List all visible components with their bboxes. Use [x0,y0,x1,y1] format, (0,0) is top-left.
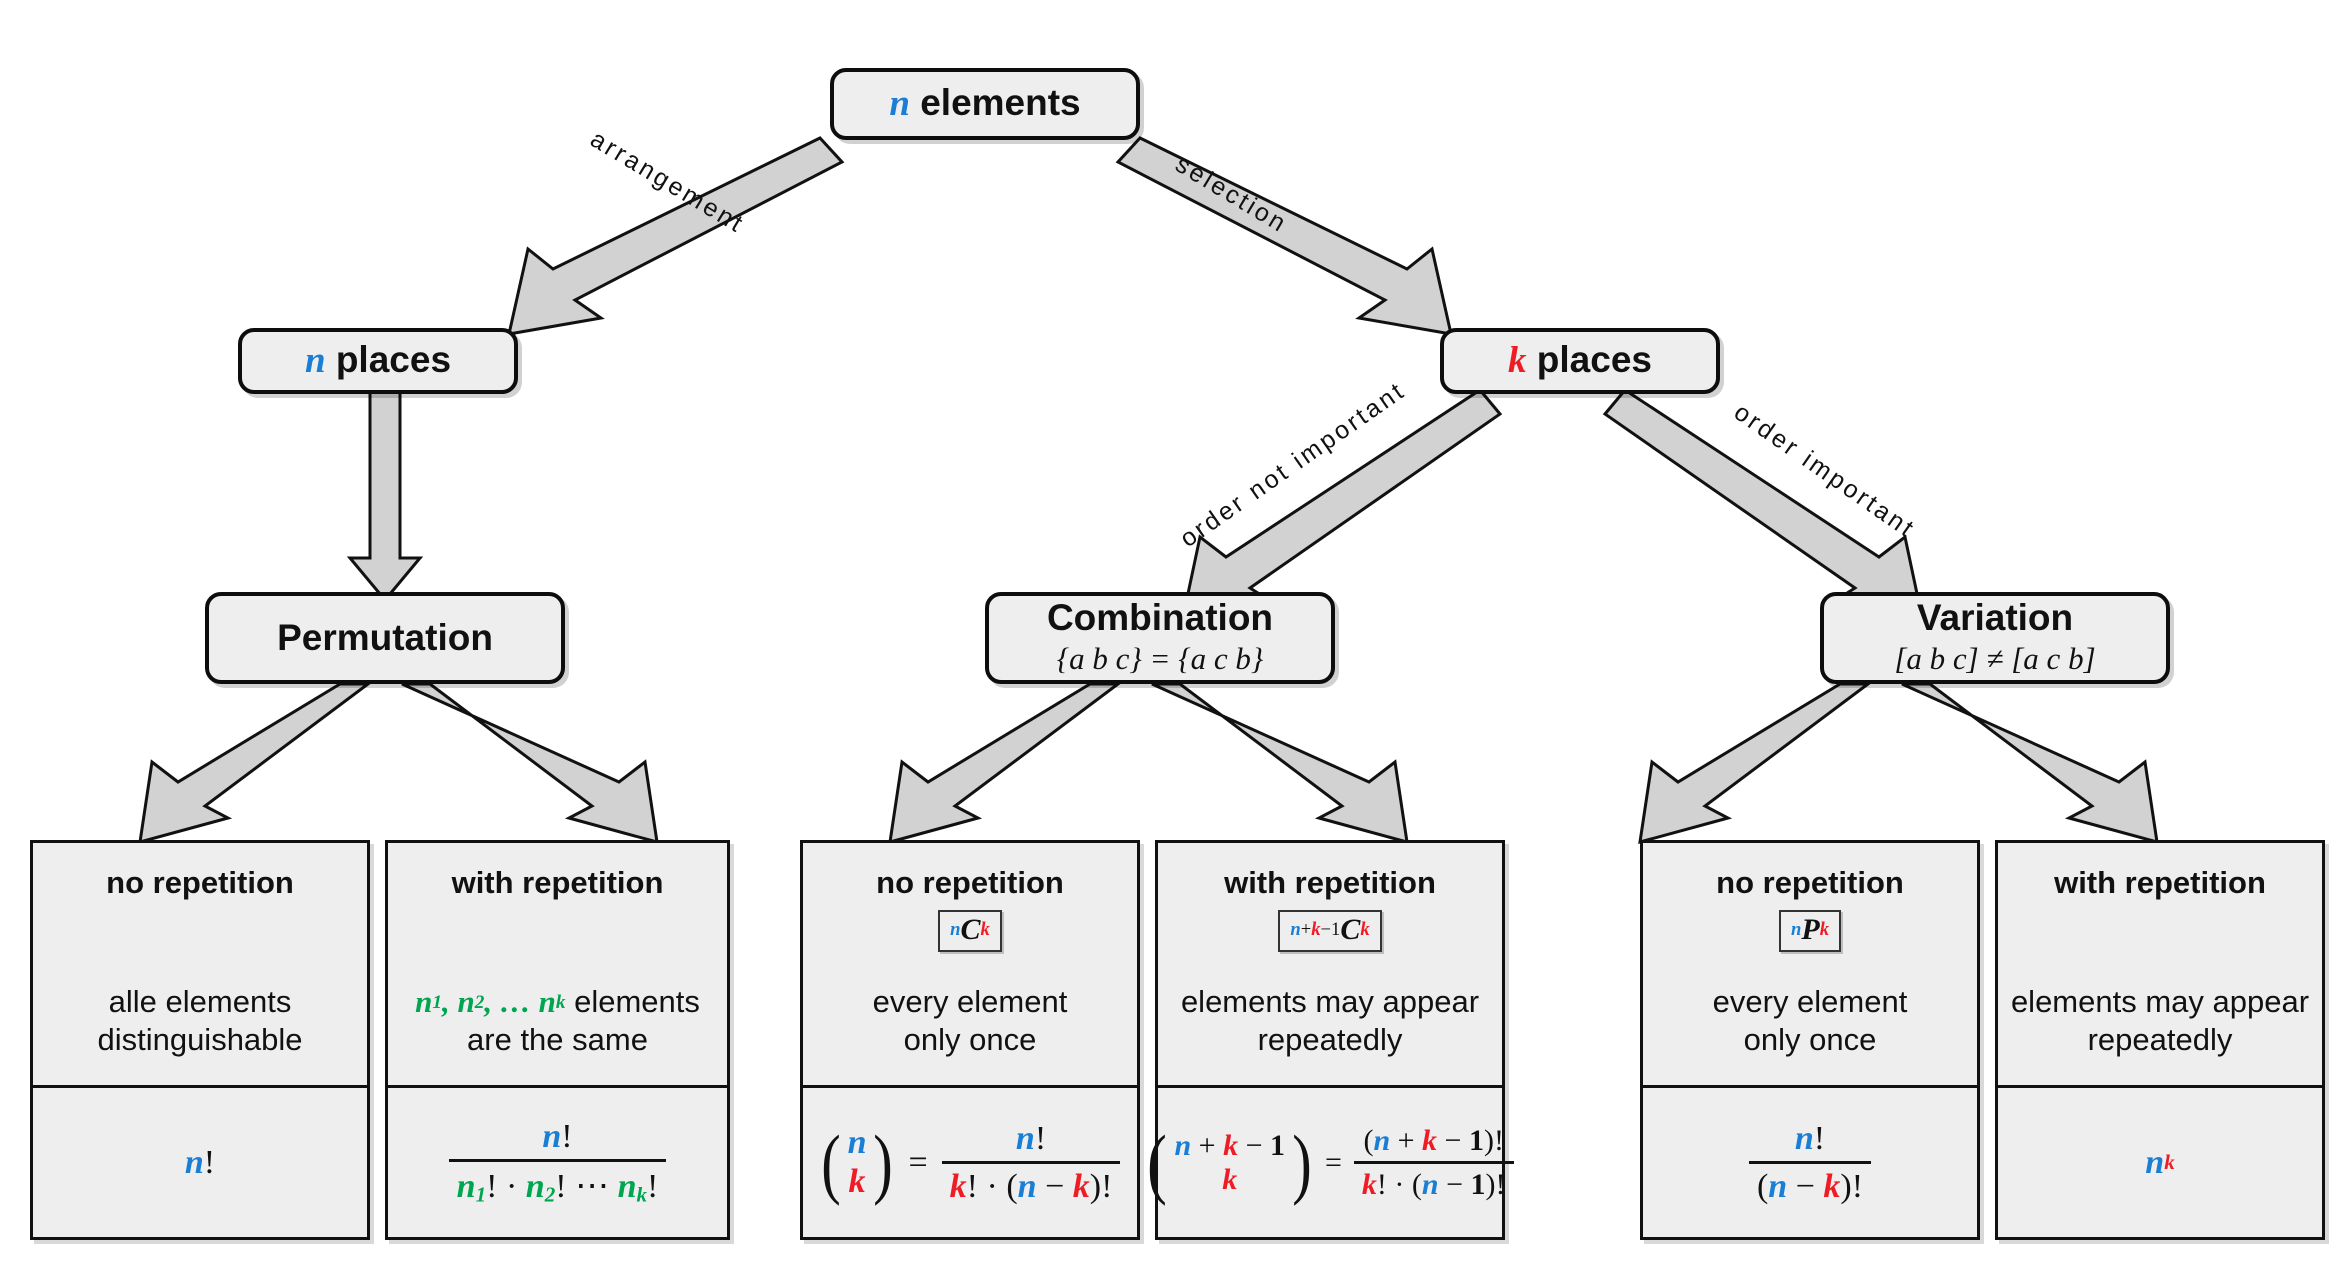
node-n-places[interactable]: n places [238,328,518,394]
leaf-formula: n! [33,1085,367,1237]
formula-binomial: ( n k ) = n! k! · (n − k)! [818,1120,1123,1206]
arrow-arrangement [507,136,845,336]
node-n-elements-label: n elements [889,82,1081,125]
desc-line-1: every element [1712,984,1908,1020]
leaf-variation-with-repetition[interactable]: with repetition elements may appear repe… [1995,840,2325,1240]
desc-line-1: every element [872,984,1068,1020]
var-k: k [1508,340,1527,382]
desc-line-2: repeatedly [2087,1022,2233,1058]
node-n-elements[interactable]: n elements [830,68,1140,140]
node-k-places-text: places [1536,339,1652,381]
leaf-top: with repetition elements may appear repe… [1998,843,2322,1085]
leaf-description: every element only once [1713,983,1908,1059]
node-combination-example: {a b c} = {a c b} [1056,641,1264,677]
leaf-head: with repetition [1224,865,1436,900]
leaf-description: every element only once [873,983,1068,1059]
leaf-formula: ( n k ) = n! k! · (n − k)! [803,1085,1137,1237]
desc-line-1: elements may appear [2010,984,2310,1020]
leaf-head: no repetition [876,865,1064,900]
node-n-places-label: n places [304,339,452,382]
node-variation-title: Variation [1916,596,2074,638]
leaf-head: no repetition [1716,865,1904,900]
node-n-places-text: places [335,339,452,381]
edge-label-order-not-important: order not important [1175,376,1411,553]
node-variation[interactable]: Variation [a b c] ≠ [a c b] [1820,592,2170,684]
edge-label-arrangement: arrangement [585,125,750,240]
desc-line-1: alle elements [108,984,292,1020]
leaf-head: with repetition [2054,865,2266,900]
edge-label-selection: selection [1170,150,1293,239]
arrow-comb-no-rep [888,682,1123,845]
leaf-formula: ( n + k − 1 k ) = (n + k − 1)! k! · (n −… [1148,1085,1514,1237]
leaf-head: no repetition [106,865,294,900]
node-combination[interactable]: Combination {a b c} = {a c b} [985,592,1335,684]
var-n: n [304,340,326,382]
leaf-head: with repetition [451,865,664,900]
desc-line-2: distinguishable [97,1022,303,1058]
node-variation-example: [a b c] ≠ [a c b] [1894,641,2096,677]
factorial: ! [203,1143,216,1181]
arrow-comb-with-rep [1151,682,1409,845]
desc-line-2: are the same [467,1022,648,1058]
leaf-formula: n! (n − k)! [1643,1085,1977,1237]
leaf-description: elements may appear repeatedly [1181,983,1479,1059]
arrow-var-no-rep [1638,682,1873,845]
formula-multiset-binomial: ( n + k − 1 k ) = (n + k − 1)! k! · (n −… [1144,1123,1515,1202]
leaf-permutation-no-repetition[interactable]: no repetition alle elements distinguisha… [30,840,370,1240]
root-label: elements [920,82,1081,124]
elements-word: elements [574,984,700,1020]
desc-line-1: elements may appear [1180,984,1480,1020]
node-k-places-label: k places [1508,339,1652,382]
var-n: n [889,83,910,125]
node-permutation-title: Permutation [277,616,493,658]
leaf-description: alle elements distinguishable [97,983,302,1059]
arrow-nplaces-permutation [346,388,424,603]
var-n: n [184,1143,204,1181]
desc-line-2: only once [903,1022,1037,1058]
leaf-top: no repetition alle elements distinguisha… [33,843,367,1085]
leaf-description: elements may appear repeatedly [2011,983,2309,1059]
node-combination-title: Combination [1046,596,1274,638]
node-k-places[interactable]: k places [1440,328,1720,394]
formula-multiset-permutation: n! n1! · n2! ⋯ nk! [447,1118,669,1208]
arrow-var-with-rep [1901,682,2159,845]
formula-n-factorial: n! [185,1144,215,1182]
desc-line-2: repeatedly [1257,1022,1403,1058]
node-permutation[interactable]: Permutation [205,592,565,684]
formula-falling-factorial: n! (n − k)! [1747,1120,1873,1206]
desc-line-2: only once [1743,1022,1877,1058]
arrow-perm-with-rep [401,682,659,845]
leaf-formula: n! n1! · n2! ⋯ nk! [388,1085,727,1237]
edge-label-order-important: order important [1728,398,1921,544]
arrow-perm-no-rep [138,682,373,845]
arrow-selection [1115,136,1453,336]
